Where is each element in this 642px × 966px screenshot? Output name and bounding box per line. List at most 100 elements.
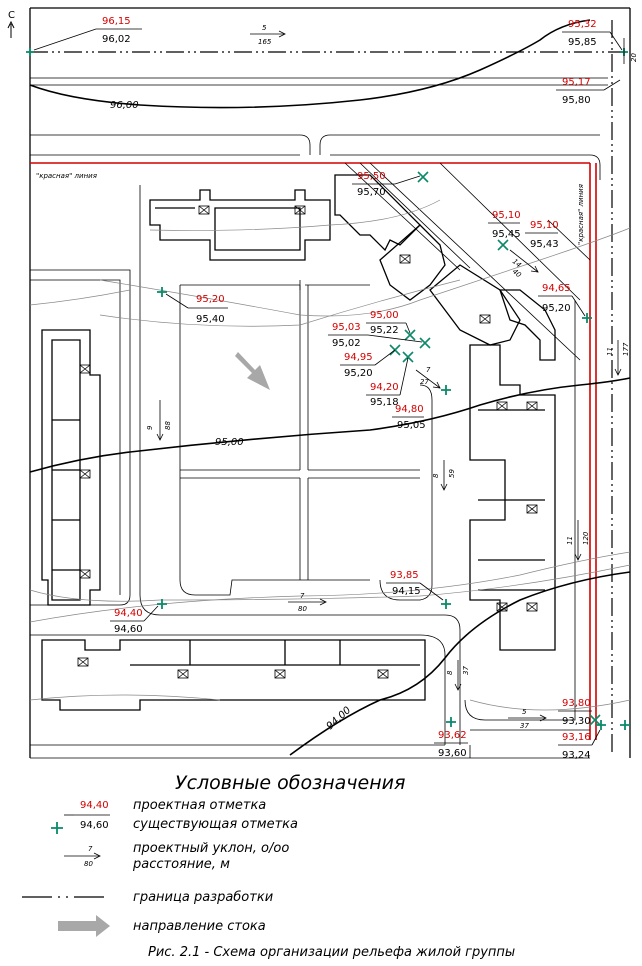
elevation-mark: 93,62 93,60	[434, 730, 468, 759]
entrance-markers	[77, 205, 538, 679]
flow-arrow-icon	[58, 915, 110, 937]
exist-elevation: 95,80	[562, 95, 591, 106]
proj-elevation: 93,16	[562, 732, 591, 743]
exist-elevation: 95,02	[332, 338, 361, 349]
block-roads	[30, 162, 591, 759]
elevation-mark: 93,16 93,24	[558, 729, 601, 761]
slope-value: 7	[300, 592, 305, 600]
slope-arrow: 11 177	[606, 340, 630, 376]
slope-arrow: 7 27	[415, 366, 441, 389]
proj-elevation: 94,40	[114, 608, 143, 619]
exist-elevation: 95,40	[196, 314, 225, 325]
slope-distance: 37	[462, 666, 470, 675]
exist-elevation: 93,30	[562, 716, 591, 727]
slope-value: 8	[432, 473, 440, 478]
proj-elevation: 94,20	[370, 382, 399, 393]
proj-elevation: 93,62	[438, 730, 467, 741]
elevation-mark: 94,95 95,20	[340, 349, 396, 379]
proj-elevation: 95,17	[562, 77, 591, 88]
elevation-mark: 93,80 93,30	[558, 698, 592, 727]
legend-title: Условные обозначения	[175, 772, 405, 794]
frame	[29, 7, 631, 758]
proj-elevation: 95,20	[196, 294, 225, 305]
exist-elevation: 95,22	[370, 325, 399, 336]
legend-slope-distance: 80	[84, 860, 93, 868]
minor-contours	[29, 199, 631, 711]
elevation-mark: 96,15 96,02	[33, 16, 142, 51]
legend-slope-label: проектный уклон, о/оо	[133, 841, 289, 856]
proj-elevation: 95,50	[357, 171, 386, 182]
slope-arrow: 11 120	[566, 520, 590, 561]
exist-elevation: 95,45	[492, 229, 521, 240]
exist-elevation: 94,15	[392, 586, 421, 597]
slope-arrow: 9 88	[146, 400, 172, 441]
elevation-labels: 96,15 96,02 95,32 95,85 95,17 95,80 95,5…	[33, 16, 623, 761]
elevation-mark: 95,10 95,45	[488, 210, 521, 240]
elevation-mark: 95,32 95,85	[562, 19, 623, 51]
exist-elevation: 95,05	[397, 420, 426, 431]
contour-95	[29, 377, 631, 473]
legend-slope-sample: 7 80 проектный уклон, о/оо расстояние, м	[64, 841, 289, 872]
top-road	[30, 77, 608, 180]
elevation-mark: 95,17 95,80	[556, 77, 621, 106]
proj-elevation: 95,10	[530, 220, 559, 231]
red-line	[30, 162, 597, 740]
contour-94	[289, 571, 631, 756]
slope-value: 20	[630, 53, 638, 62]
exist-elevation: 96,02	[102, 34, 131, 45]
slope-distance: 80	[298, 605, 307, 613]
slope-arrow: 5 165	[250, 24, 286, 46]
elevation-mark: 94,20 95,18	[366, 357, 409, 408]
elevation-mark: 95,50 95,70	[352, 171, 421, 198]
slope-distance: 165	[258, 38, 272, 46]
legend-elevation-sample: 94,40 94,60 проектная отметка существующ…	[51, 798, 298, 834]
proj-elevation: 94,65	[542, 283, 571, 294]
slope-value: 11	[566, 536, 574, 545]
proj-elevation: 95,10	[492, 210, 521, 221]
slope-value: 11	[606, 347, 614, 356]
exist-elevation: 95,85	[568, 37, 597, 48]
slope-distance: 177	[622, 342, 630, 356]
slope-arrow: 8 59	[432, 460, 456, 491]
elevation-mark: 94,40 94,60	[110, 605, 159, 635]
proj-elevation: 93,80	[562, 698, 591, 709]
legend-slope-value: 7	[88, 845, 93, 853]
north-label: С	[8, 10, 15, 21]
contour-label-96: 96,00	[110, 100, 139, 111]
exist-elevation: 95,43	[530, 239, 559, 250]
slope-distance: 120	[582, 531, 590, 545]
slope-distance: 88	[164, 421, 172, 430]
legend: Условные обозначения 94,40 94,60 проектн…	[22, 772, 515, 960]
figure-caption: Рис. 2.1 - Схема организации рельефа жил…	[148, 945, 515, 960]
existing-marks	[26, 48, 630, 730]
buildings	[41, 174, 556, 711]
contour-label-95: 95,00	[215, 437, 244, 448]
exist-elevation: 93,24	[562, 750, 591, 761]
north-arrow-icon: С	[7, 10, 15, 38]
legend-flow-label: направление стока	[133, 919, 266, 934]
elevation-mark: 94,80 95,05	[392, 404, 426, 431]
proj-elevation: 95,00	[370, 310, 399, 321]
slope-value: 5	[262, 24, 267, 32]
proj-elevation: 95,32	[568, 19, 597, 30]
slope-value: 7	[426, 366, 431, 374]
proj-elevation: 95,03	[332, 322, 361, 333]
slope-distance: 37	[520, 722, 529, 730]
contour-label-94: 94,00	[325, 705, 354, 732]
slope-arrow: 7 80	[288, 592, 327, 613]
legend-boundary-sample: граница разработки	[22, 890, 273, 905]
proj-elevation: 94,95	[344, 352, 373, 363]
slope-value: 14	[511, 257, 523, 269]
legend-proj-label: проектная отметка	[133, 798, 266, 813]
flow-direction-arrow-icon	[235, 352, 270, 390]
elevation-mark: 95,00 95,22	[366, 310, 411, 336]
legend-exist-label: существующая отметка	[133, 817, 298, 832]
contour-96	[29, 19, 591, 109]
exist-elevation: 95,20	[344, 368, 373, 379]
elevation-mark: 95,20 95,40	[165, 293, 228, 325]
slope-value: 5	[522, 708, 527, 716]
slope-value: 9	[146, 425, 154, 430]
exist-elevation: 95,18	[370, 397, 399, 408]
exist-elevation: 94,60	[114, 624, 143, 635]
